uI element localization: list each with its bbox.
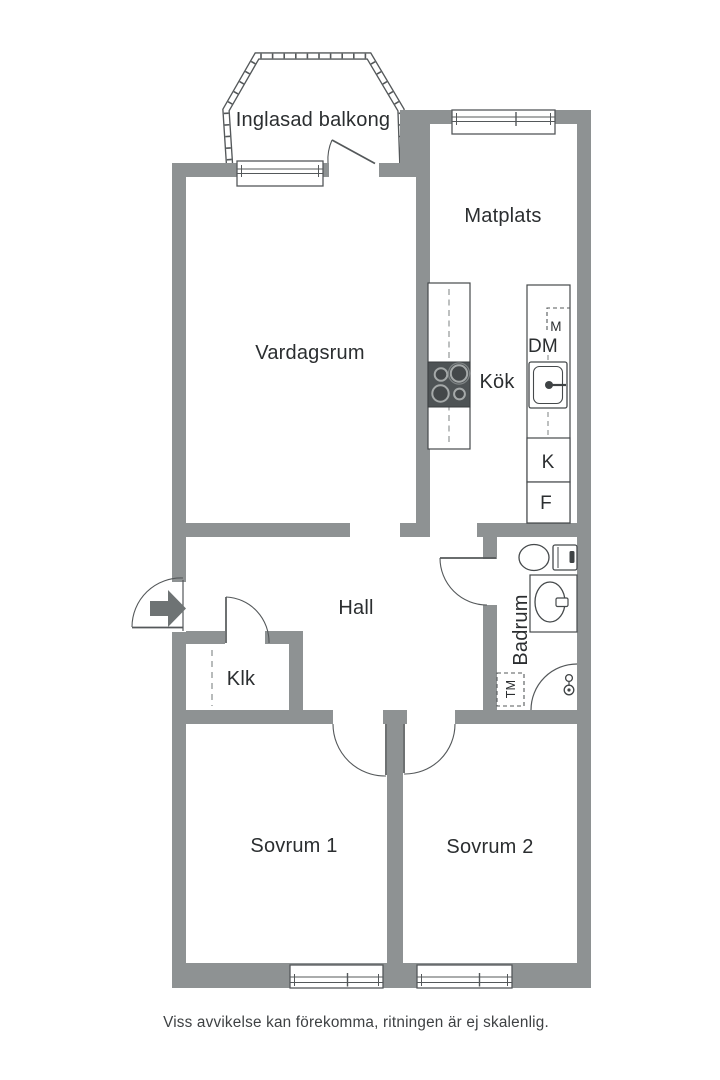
label-closet: Klk xyxy=(227,668,256,690)
label-microwave: M xyxy=(550,319,561,334)
label-bedroom1: Sovrum 1 xyxy=(250,835,337,857)
label-freezer: F xyxy=(540,493,552,514)
freezer-box xyxy=(526,481,571,524)
balcony-inner-window xyxy=(236,160,324,187)
label-bedroom2: Sovrum 2 xyxy=(446,836,533,858)
bathroom-fixtures xyxy=(496,543,578,711)
bedroom1-door xyxy=(332,723,387,777)
balcony-door xyxy=(327,139,376,165)
washing-machine-box xyxy=(496,672,525,707)
closet-door xyxy=(225,596,270,644)
shower-door-arc xyxy=(530,663,578,711)
wall-hall-bottom-right xyxy=(455,710,591,724)
room-labels: Inglasad balkong Matplats Vardagsrum Kök… xyxy=(227,109,562,858)
kitchen-fixtures xyxy=(427,282,571,524)
wall-left-upper xyxy=(172,163,186,582)
bedroom1-window xyxy=(289,964,384,989)
washbasin-icon xyxy=(529,574,578,633)
wall-hall-bottom-left xyxy=(172,710,333,724)
label-balcony: Inglasad balkong xyxy=(236,109,390,131)
bedroom2-door xyxy=(403,723,456,775)
label-dishwasher: DM xyxy=(528,336,558,357)
dining-window xyxy=(451,109,556,135)
label-fridge: K xyxy=(542,452,555,473)
wall-kitchen-divider xyxy=(416,124,430,523)
fridge-box xyxy=(526,437,571,483)
wall-kitchen-bottom xyxy=(477,523,591,537)
wall-closet-right xyxy=(289,631,303,710)
stove-icon xyxy=(427,361,471,408)
label-kitchen: Kök xyxy=(479,371,515,393)
windows xyxy=(236,109,556,989)
wall-bathroom-left-stub xyxy=(483,537,497,559)
label-washing-machine: TM xyxy=(504,680,518,698)
bedroom2-window xyxy=(416,964,513,989)
wall-left-lower xyxy=(172,632,186,988)
sink-icon xyxy=(528,361,568,409)
entrance-arrow-icon xyxy=(150,590,186,627)
disclaimer-text: Viss avvikelse kan förekomma, ritningen … xyxy=(163,1014,549,1031)
doors xyxy=(131,139,496,777)
toilet-icon xyxy=(518,543,578,572)
microwave-outline xyxy=(546,307,570,330)
bathroom-door xyxy=(439,557,496,606)
label-dining: Matplats xyxy=(464,205,541,227)
wall-bedroom-divider xyxy=(387,710,403,975)
label-living: Vardagsrum xyxy=(255,342,364,364)
label-hall: Hall xyxy=(338,597,373,619)
label-bathroom: Badrum xyxy=(510,594,532,665)
wall-closet-top-left xyxy=(186,631,225,644)
shower-icon xyxy=(563,673,575,696)
wall-kitchen-divider-foot xyxy=(400,523,430,537)
wall-bathroom-left xyxy=(483,605,497,710)
wall-right xyxy=(577,110,591,988)
wall-hall-top xyxy=(172,523,350,537)
